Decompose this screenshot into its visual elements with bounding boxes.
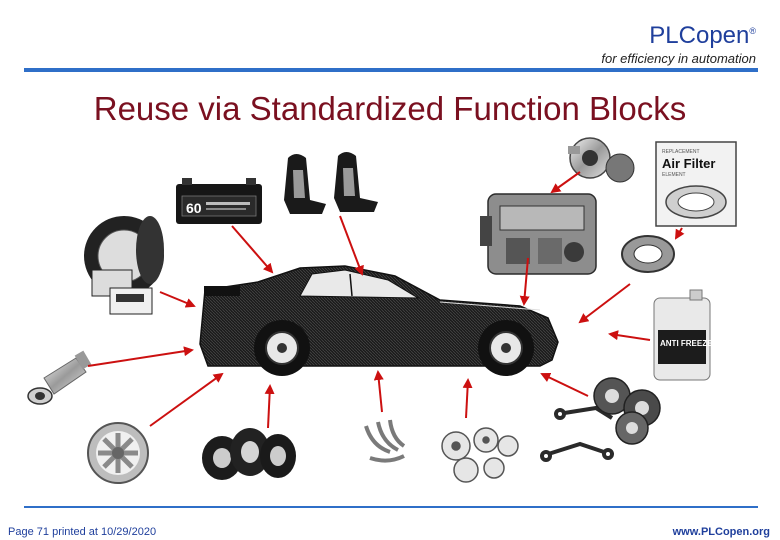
car-seats-image: [284, 152, 378, 214]
antifreeze-jug-image: ANTI FREEZE: [653, 289, 713, 381]
sports-car-image: [199, 265, 559, 376]
arrow-antifreeze: [608, 330, 651, 341]
turbocharger-image: [568, 137, 635, 183]
antifreeze-label: ANTI FREEZE: [660, 339, 713, 348]
tires-and-batteries-image: [84, 216, 164, 315]
printed-label: printed at: [52, 526, 98, 538]
arrow-manifold: [373, 370, 384, 413]
battery-label: 60: [186, 200, 202, 216]
arrow-air-ring: [578, 283, 631, 324]
brake-discs-image: [593, 377, 661, 445]
arrow-suspension: [540, 372, 589, 397]
arrow-wheel: [149, 372, 224, 427]
slide-title: Reuse via Standardized Function Blocks: [93, 90, 687, 127]
arrow-exhaust: [87, 346, 194, 367]
arrow-engine: [519, 257, 530, 306]
alloy-wheel-image: [87, 422, 149, 484]
header-rule: [24, 68, 758, 72]
air-filter-name: Air Filter: [662, 156, 715, 171]
footer-rule: [24, 506, 758, 508]
air-filter-ring-image: [621, 235, 675, 273]
air-filter-top-label: REPLACEMENT: [662, 149, 700, 155]
page-label: Page: [8, 526, 34, 538]
arrow-tires: [159, 291, 196, 308]
page-number: 71: [36, 526, 50, 538]
exhaust-pipe-image: [27, 350, 92, 405]
tire-stack-image: [202, 428, 296, 480]
registered-mark: ®: [749, 26, 756, 36]
footer-page-info: Page 71 printed at 10/29/2020: [8, 526, 156, 538]
logo-name: PLCopen: [649, 22, 750, 49]
air-filter-box-image: REPLACEMENT Air Filter ELEMENT: [655, 141, 737, 227]
battery-image: 60: [176, 178, 262, 224]
arrow-gears: [462, 378, 473, 419]
exhaust-manifold-image: [364, 419, 406, 463]
arrow-battery: [231, 225, 274, 274]
gears-image: [441, 427, 519, 483]
engine-image: [480, 193, 597, 275]
air-filter-bottom-label: ELEMENT: [662, 172, 686, 178]
arrow-turbo: [550, 171, 581, 194]
arrow-tire-stack: [264, 384, 275, 429]
arrow-air-filter: [674, 227, 685, 240]
logo-tagline: for efficiency in automation: [601, 51, 756, 66]
website-link[interactable]: www.PLCopen.org: [672, 526, 770, 538]
printed-date: 10/29/2020: [101, 526, 157, 538]
arrow-seats: [339, 215, 364, 276]
logo: PLCopen® for efficiency in automation: [601, 18, 756, 67]
connection-arrows: [87, 171, 685, 429]
suspension-arms-image: [540, 405, 614, 462]
